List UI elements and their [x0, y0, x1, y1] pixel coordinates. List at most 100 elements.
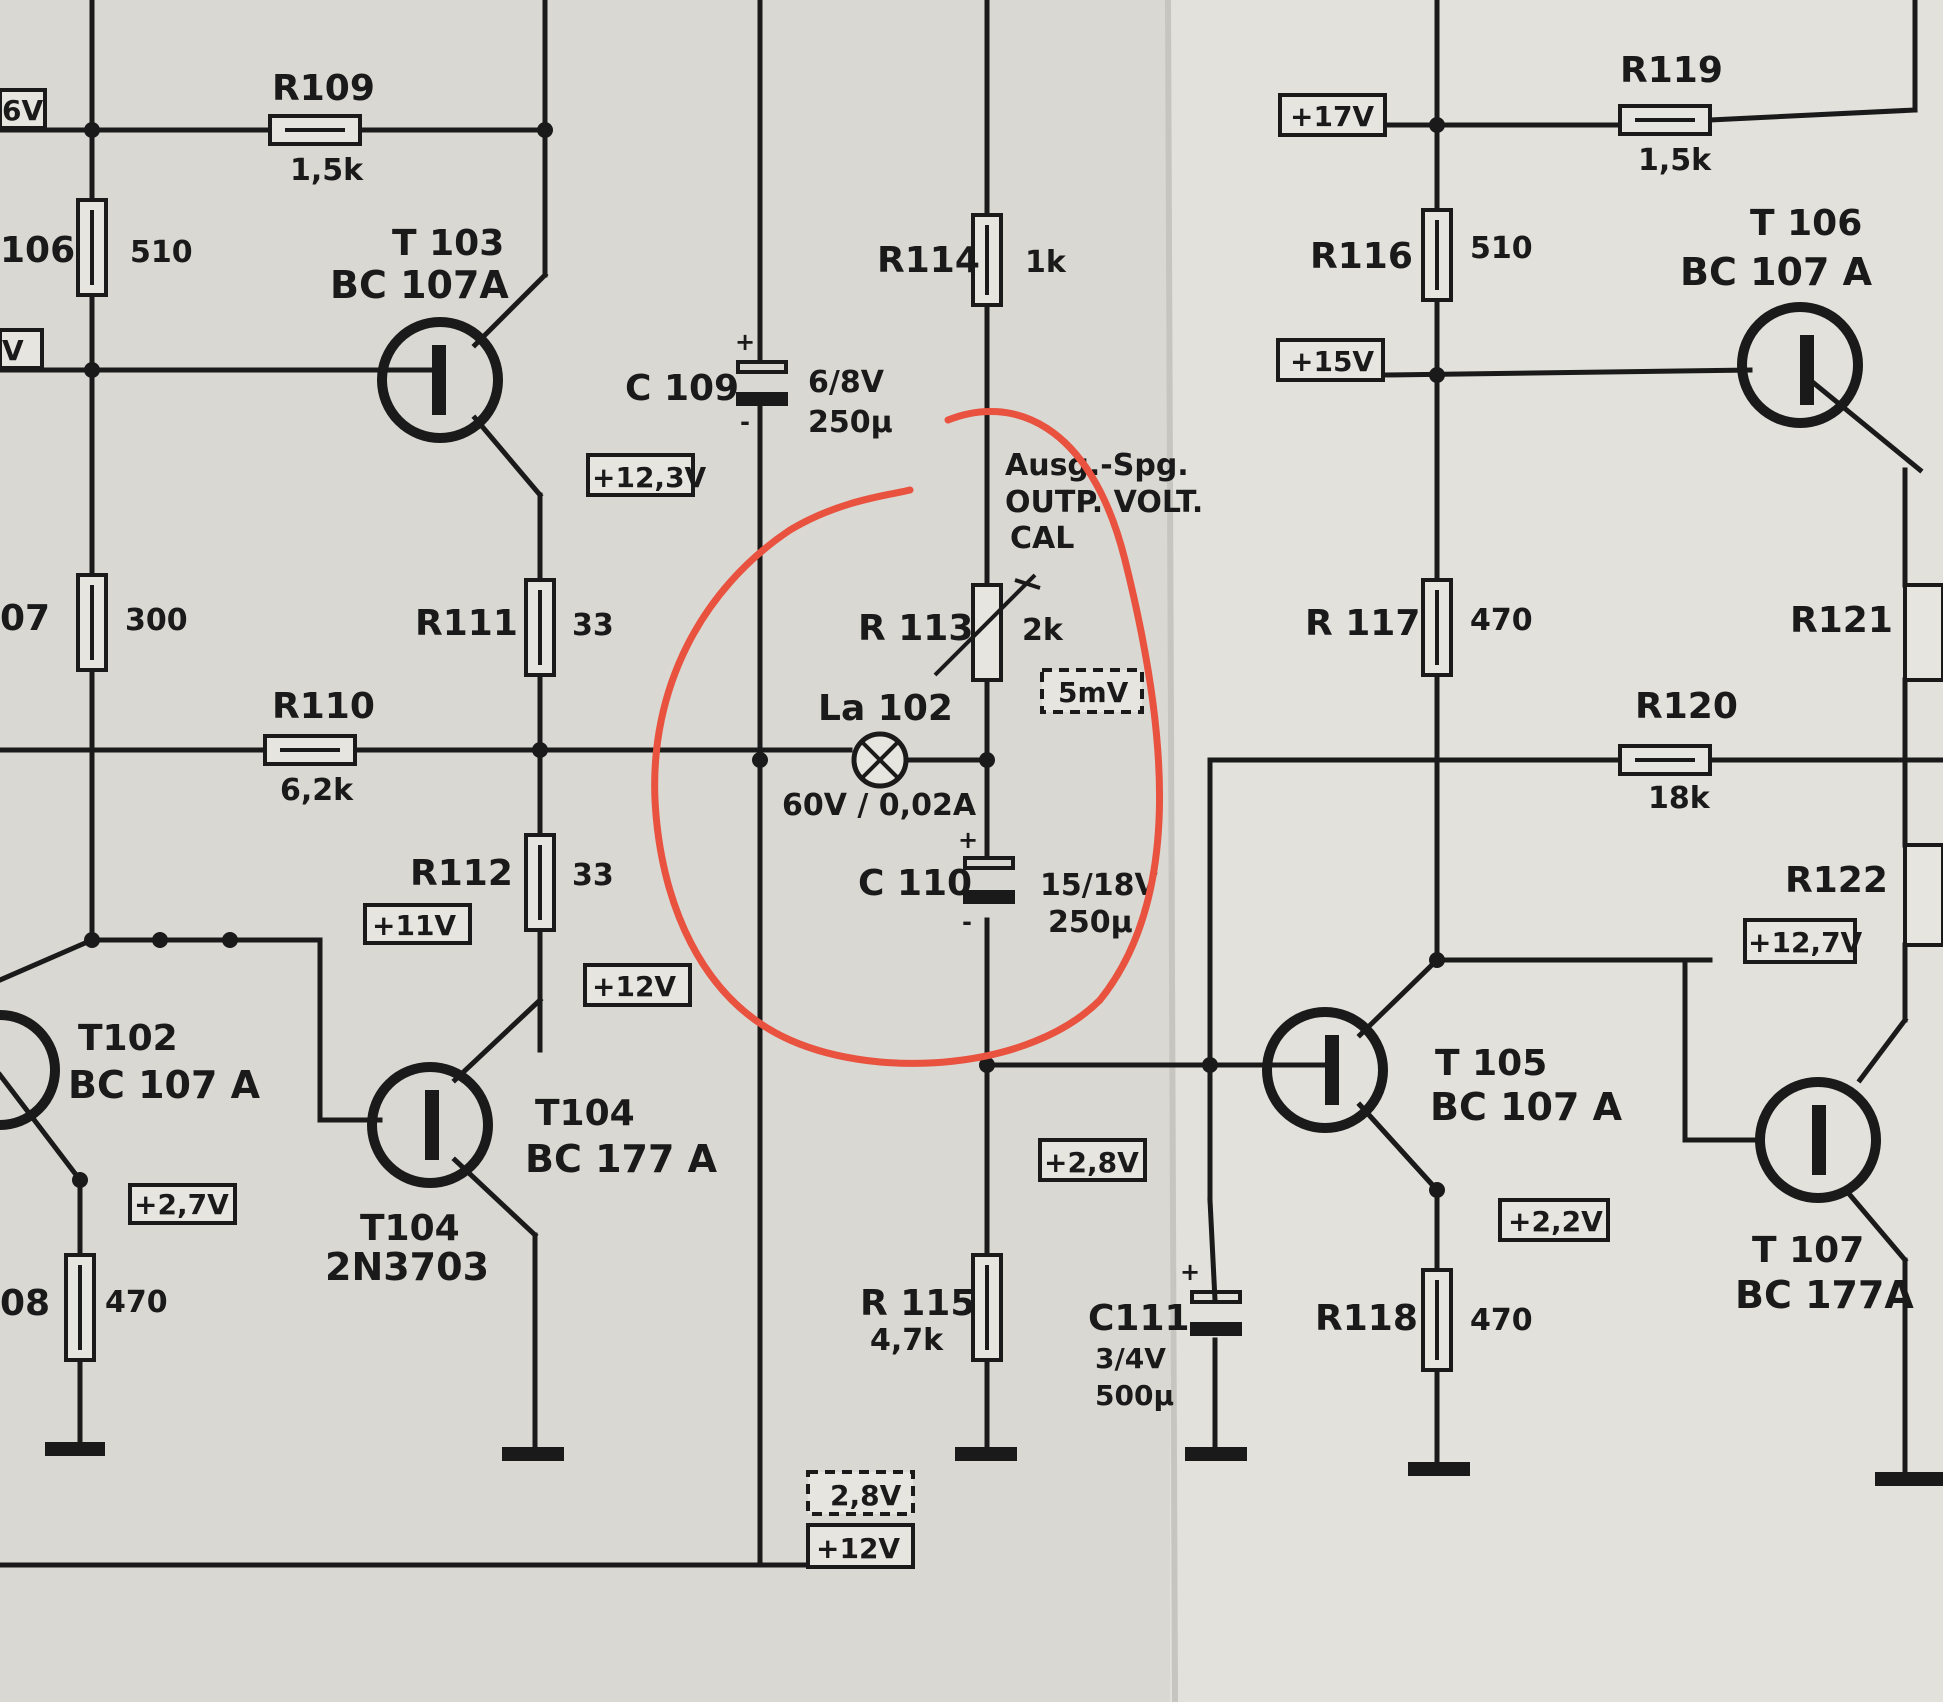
voltage-tag-12-3v: +12,3V: [586, 453, 707, 497]
svg-text:2,8V: 2,8V: [830, 1479, 902, 1512]
r111-value: 33: [572, 608, 614, 643]
r106-value: 510: [130, 235, 193, 270]
svg-text:+2,8V: +2,8V: [1044, 1146, 1139, 1179]
t106-name: T 106: [1750, 203, 1862, 244]
r117-name: R 117: [1305, 603, 1420, 644]
r120-value: 18k: [1648, 781, 1711, 816]
resistor-r113-potentiometer: R 113 2k: [858, 573, 1064, 682]
resistor-r111: R111 33: [415, 578, 614, 677]
voltage-tag-left2: V: [0, 328, 44, 370]
r112-name: R112: [410, 853, 513, 894]
resistor-r106: 106 510: [0, 198, 193, 297]
resistor-r116: R116 510: [1310, 208, 1533, 302]
resistor-r112: R112 33: [410, 833, 614, 932]
lamp-la102: La 102 60V / 0,02A: [782, 688, 977, 823]
paper-fold: [1165, 0, 1178, 1702]
r113-value: 2k: [1022, 613, 1064, 648]
r120-name: R120: [1635, 686, 1738, 727]
capacitor-c109: + - C 109 6/8V 250µ: [625, 328, 893, 440]
t104-alt-type: 2N3703: [325, 1245, 489, 1289]
ground-symbols: [45, 1442, 1943, 1486]
voltage-tag-12v-a: +12V: [583, 963, 692, 1007]
capacitor-c110: + - C 110 15/18V 250µ: [858, 826, 1158, 940]
wires: [0, 0, 1943, 1568]
svg-text:+12V: +12V: [816, 1532, 900, 1565]
cal-line3: CAL: [1010, 521, 1074, 556]
resistor-r117: R 117 470: [1305, 578, 1533, 677]
c109-rating: 6/8V: [808, 365, 885, 400]
resistor-r109: R109 1,5k: [268, 68, 375, 188]
svg-text:-: -: [740, 408, 750, 436]
svg-text:5mV: 5mV: [1058, 676, 1129, 709]
voltage-tag-11v: +11V: [363, 903, 472, 945]
t107-type: BC 177A: [1735, 1273, 1914, 1317]
resistor-r122: R122: [1785, 843, 1943, 947]
svg-text:+12,3V: +12,3V: [592, 461, 707, 494]
voltage-tag-12-7v: +12,7V: [1743, 918, 1863, 964]
svg-text:+: +: [735, 328, 755, 356]
r118-value: 470: [1470, 1303, 1533, 1338]
transistor-t102: T102 BC 107 A: [0, 1010, 261, 1130]
transistor-t104: T104 BC 177 A T104 2N3703: [325, 1062, 718, 1289]
voltage-tag-2-8v-box: 2,8V: [806, 1470, 915, 1516]
voltage-labels: 6V V +12,3V +11V +12V +2,7V 5mV +2,8V: [0, 88, 1863, 1569]
c111-rating: 3/4V: [1095, 1342, 1166, 1375]
transistor-t105: T 105 BC 107 A: [1262, 1007, 1623, 1133]
t102-name: T102: [78, 1018, 178, 1059]
voltage-tag-2-7v: +2,7V: [128, 1183, 237, 1225]
r106-name: 106: [0, 230, 75, 271]
c110-rating: 15/18V: [1040, 868, 1158, 903]
c109-name: C 109: [625, 368, 739, 409]
t106-type: BC 107 A: [1680, 250, 1873, 294]
r116-value: 510: [1470, 231, 1533, 266]
c109-cap: 250µ: [808, 405, 893, 440]
r108-name: 08: [0, 1283, 50, 1324]
svg-text:+: +: [958, 826, 978, 854]
r117-value: 470: [1470, 603, 1533, 638]
t102-type: BC 107 A: [68, 1063, 261, 1107]
r110-name: R110: [272, 686, 375, 727]
r121-name: R121: [1790, 600, 1893, 641]
voltage-tag-6v: 6V: [0, 88, 47, 130]
svg-text:V: V: [2, 334, 24, 367]
r109-value: 1,5k: [290, 153, 364, 188]
red-annotation-circle: [651, 407, 1164, 1067]
r108-value: 470: [105, 1285, 168, 1320]
capacitor-c111: + C111 3/4V 500µ: [1088, 1258, 1242, 1412]
r116-name: R116: [1310, 236, 1413, 277]
transistor-t103: T 103 BC 107A: [330, 223, 509, 443]
r114-value: 1k: [1025, 245, 1067, 280]
voltage-tag-17v: +17V: [1278, 93, 1387, 137]
t105-name: T 105: [1435, 1043, 1547, 1084]
svg-text:+12,7V: +12,7V: [1748, 926, 1863, 959]
r109-name: R109: [272, 68, 375, 109]
lamp-name: La 102: [818, 688, 953, 729]
resistor-r108: 08 470: [0, 1253, 168, 1362]
r111-name: R111: [415, 603, 518, 644]
svg-text:+11V: +11V: [372, 909, 456, 942]
resistor-r114: R114 1k: [877, 213, 1067, 307]
paper-right-page: [1170, 0, 1943, 1702]
c111-name: C111: [1088, 1298, 1190, 1339]
r113-name: R 113: [858, 608, 973, 649]
svg-text:+2,2V: +2,2V: [1508, 1205, 1603, 1238]
svg-text:+15V: +15V: [1290, 345, 1374, 378]
r112-value: 33: [572, 858, 614, 893]
resistor-r115: R 115 4,7k: [860, 1253, 1003, 1362]
voltage-tag-15v: +15V: [1276, 338, 1385, 382]
r107-value: 300: [125, 603, 188, 638]
svg-text:+2,7V: +2,7V: [134, 1188, 229, 1221]
transistor-t107: T 107 BC 177A: [1735, 1077, 1914, 1317]
svg-text:6V: 6V: [2, 94, 43, 127]
t103-type: BC 107A: [330, 263, 509, 307]
r114-name: R114: [877, 240, 980, 281]
c111-cap: 500µ: [1095, 1379, 1174, 1412]
c110-cap: 250µ: [1048, 905, 1133, 940]
t104-alt-name: T104: [360, 1208, 460, 1249]
lamp-rating: 60V / 0,02A: [782, 788, 977, 823]
resistor-r107: 07 300: [0, 573, 188, 672]
r122-name: R122: [1785, 860, 1888, 901]
transistor-t106: T 106 BC 107 A: [1680, 203, 1873, 428]
t104-type: BC 177 A: [525, 1137, 718, 1181]
